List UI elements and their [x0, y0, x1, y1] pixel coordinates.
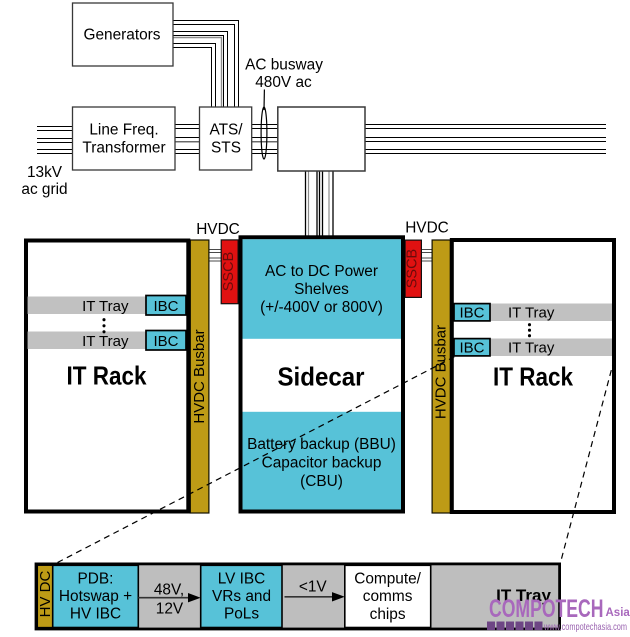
svg-text:(+/-400V or 800V): (+/-400V or 800V) [260, 299, 383, 316]
svg-text:12V: 12V [156, 601, 184, 618]
svg-text:chips: chips [370, 606, 406, 623]
svg-text:IT Tray: IT Tray [496, 586, 551, 605]
svg-text:AC busway: AC busway [245, 57, 323, 74]
svg-text:IT Tray: IT Tray [508, 340, 555, 357]
svg-text:IBC: IBC [459, 305, 484, 322]
svg-text:ATS/: ATS/ [209, 122, 243, 139]
svg-text:COMPOTECH: COMPOTECH [489, 595, 604, 623]
svg-text:www.compotechasia.com: www.compotechasia.com [543, 621, 627, 633]
svg-text:IT Tray: IT Tray [82, 333, 129, 350]
svg-text:PoLs: PoLs [224, 606, 259, 623]
svg-text:LV IBC: LV IBC [218, 571, 266, 588]
svg-text:PDB:: PDB: [78, 571, 114, 588]
svg-text:HV IBC: HV IBC [70, 606, 121, 623]
svg-text:13kV: 13kV [27, 164, 63, 181]
svg-text:HVDC: HVDC [196, 221, 240, 238]
svg-text:STS: STS [211, 140, 241, 157]
svg-text:Compute/: Compute/ [354, 571, 421, 588]
svg-text:SSCB: SSCB [221, 252, 237, 292]
svg-text:IBC: IBC [153, 333, 178, 350]
svg-text:Hotswap +: Hotswap + [59, 588, 132, 605]
svg-text:(CBU): (CBU) [300, 473, 343, 490]
svg-text:IBC: IBC [153, 298, 178, 315]
svg-text:Asia: Asia [606, 607, 630, 619]
svg-text:HV DC: HV DC [37, 570, 54, 617]
svg-text:Transformer: Transformer [82, 140, 165, 157]
svg-text:480V ac: 480V ac [255, 74, 312, 91]
svg-text:HVDC: HVDC [405, 220, 449, 237]
svg-text:IT Tray: IT Tray [82, 298, 129, 315]
svg-text:Shelves: Shelves [294, 281, 349, 298]
svg-text:HVDC Busbar: HVDC Busbar [191, 329, 208, 423]
svg-text:IBC: IBC [459, 340, 484, 357]
svg-text:Generators: Generators [84, 27, 161, 44]
svg-text:IT Rack: IT Rack [67, 360, 147, 390]
svg-text:IT Tray: IT Tray [508, 305, 555, 322]
svg-text:Battery backup (BBU): Battery backup (BBU) [247, 436, 396, 453]
svg-text:ac grid: ac grid [21, 181, 67, 198]
svg-text:HVDC Busbar: HVDC Busbar [433, 325, 450, 419]
svg-text:SSCB: SSCB [404, 249, 420, 289]
svg-text:IT Rack: IT Rack [493, 362, 573, 392]
svg-text:Line Freq.: Line Freq. [89, 122, 158, 139]
svg-text:48V,: 48V, [154, 582, 184, 599]
svg-text:Capacitor backup: Capacitor backup [262, 455, 382, 472]
svg-text:comms: comms [363, 588, 413, 605]
svg-text:AC to DC Power: AC to DC Power [265, 263, 378, 280]
svg-text:VRs and: VRs and [212, 588, 271, 605]
svg-text:Sidecar: Sidecar [278, 361, 365, 391]
svg-text:<1V: <1V [299, 579, 328, 596]
